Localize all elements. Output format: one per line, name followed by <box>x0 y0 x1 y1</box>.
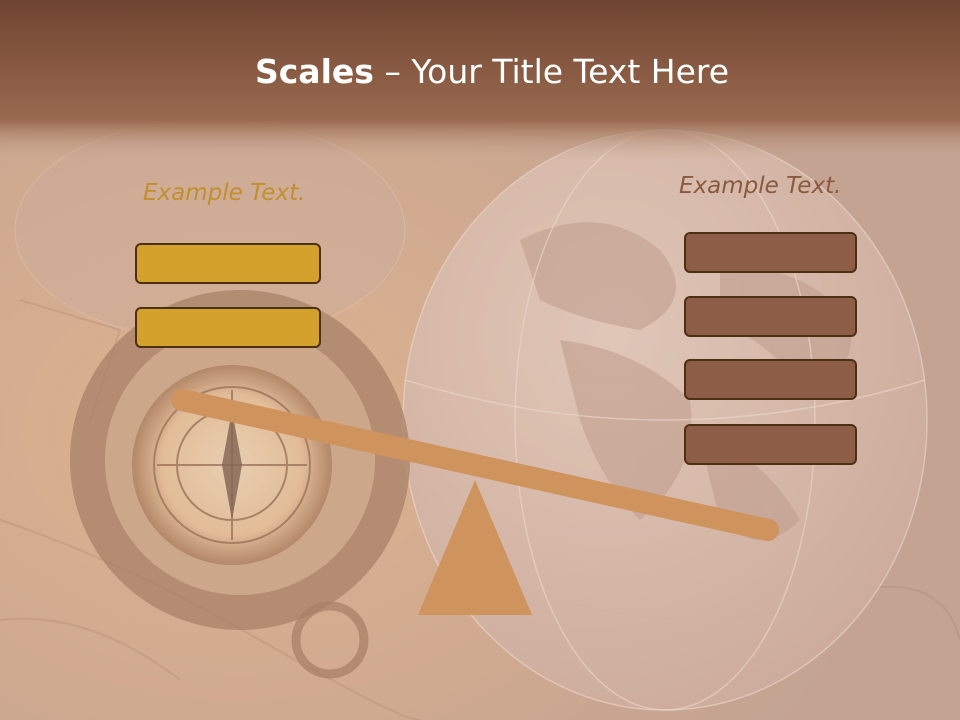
right-pan-item <box>684 296 857 337</box>
left-pan-item <box>135 307 321 348</box>
fulcrum-triangle <box>418 480 532 615</box>
right-pan-item <box>684 232 857 273</box>
left-pan-label: Example Text. <box>143 180 306 206</box>
right-pan-label: Example Text. <box>679 173 842 199</box>
slide-title: Scales – Your Title Text Here <box>0 52 960 91</box>
title-rest: – Your Title Text Here <box>373 52 730 91</box>
left-pan-item <box>135 243 321 284</box>
scale-beam <box>171 389 779 541</box>
right-pan-item <box>684 359 857 400</box>
right-pan-item <box>684 424 857 465</box>
title-bold: Scales <box>254 52 374 91</box>
